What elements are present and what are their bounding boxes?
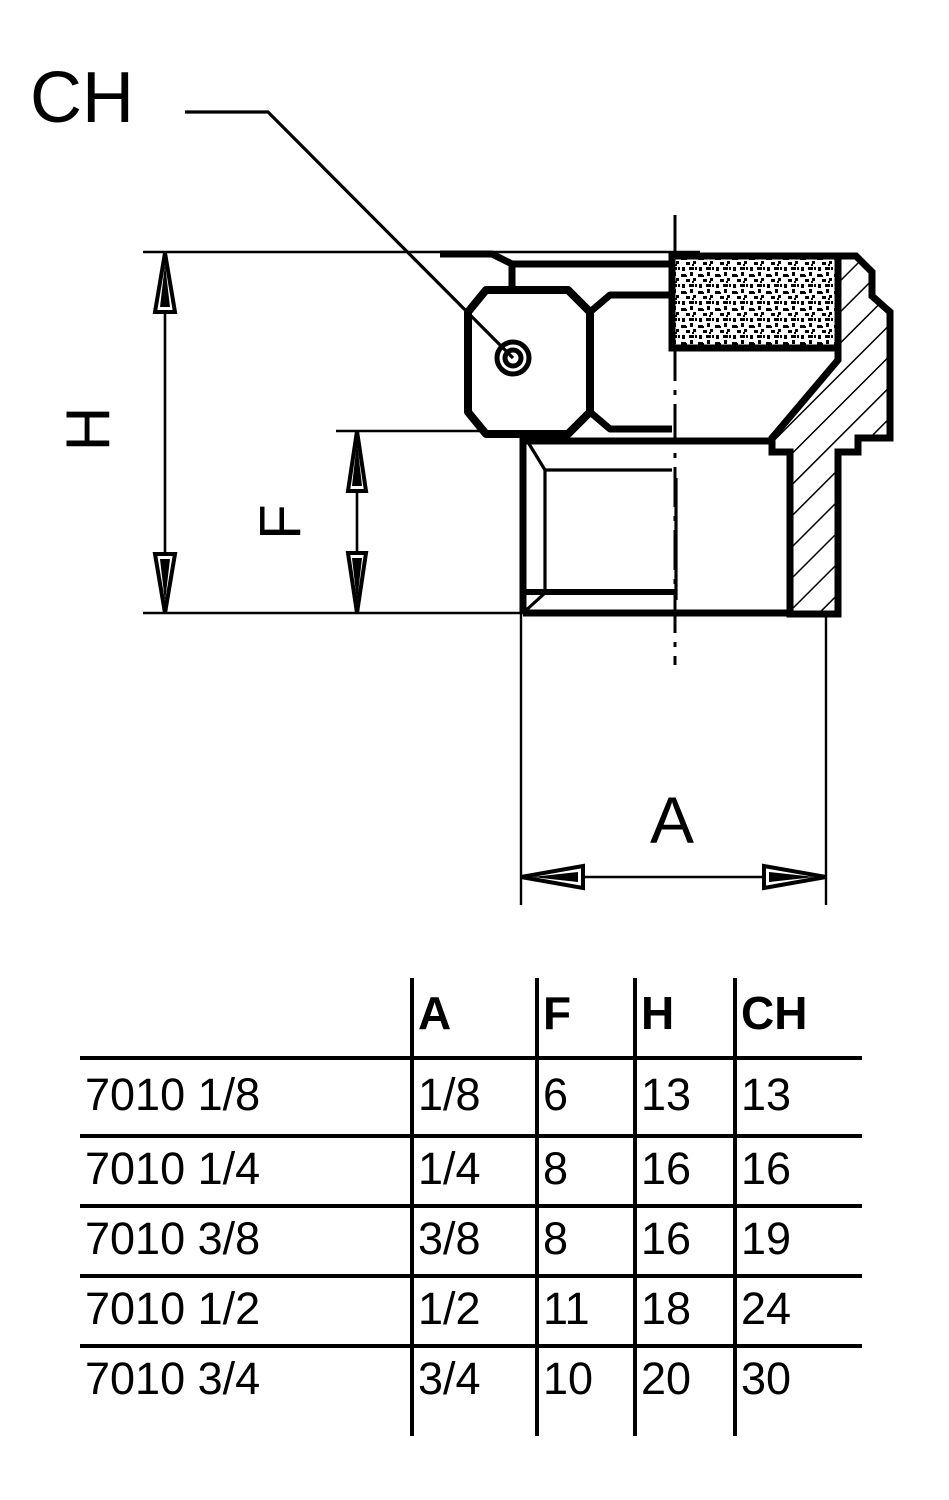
table-cell-f: 8 — [543, 1213, 569, 1264]
table-horizontal-rules — [80, 1056, 862, 1348]
table-cell-ch: 13 — [741, 1069, 792, 1120]
table-cell-a: 1/8 — [418, 1069, 481, 1120]
table-cell-f: 11 — [543, 1283, 590, 1334]
hex-head-side-face — [586, 291, 672, 433]
table-cell-f: 6 — [543, 1069, 569, 1120]
table-cell-h: 13 — [641, 1069, 692, 1120]
table-cell-ch: 30 — [741, 1353, 792, 1404]
table-header-ch: CH — [741, 987, 808, 1039]
ch-leader-line — [185, 110, 515, 360]
drawing-canvas — [143, 110, 894, 905]
table-cell-ch: 19 — [741, 1213, 792, 1264]
f-dimension-line — [345, 430, 369, 614]
shank-thread-lines — [521, 433, 678, 615]
table-cell-ch: 24 — [741, 1283, 792, 1334]
table-row: 7010 1/2 — [85, 1283, 261, 1334]
table-cell-a: 1/4 — [418, 1143, 481, 1194]
h-dimension-label: H — [54, 406, 124, 452]
table-cell-f: 8 — [543, 1143, 569, 1194]
f-dimension-label: F — [248, 504, 314, 540]
thread-stipple-region — [672, 256, 838, 348]
spec-table-rules — [80, 978, 862, 1436]
ch-dimension-label: CH — [30, 58, 134, 138]
table-cell-h: 16 — [641, 1143, 692, 1194]
spec-table: A F H CH 7010 1/8 1/8 6 13 13 7010 1/4 1… — [0, 950, 949, 1500]
table-cell-f: 10 — [543, 1353, 594, 1404]
a-dimension-label: A — [650, 783, 695, 857]
table-cell-a: 3/4 — [418, 1353, 481, 1404]
table-row: 7010 1/4 — [85, 1143, 261, 1194]
table-row: 7010 3/8 — [85, 1213, 261, 1264]
a-dimension-line — [520, 863, 827, 891]
sectioned-flange-body — [768, 252, 894, 618]
threaded-shank — [519, 434, 790, 617]
table-cell-ch: 16 — [741, 1143, 792, 1194]
table-cell-a: 1/2 — [418, 1283, 481, 1334]
h-dimension-line — [152, 252, 178, 614]
table-header-f: F — [543, 987, 572, 1039]
table-cell-h: 16 — [641, 1213, 692, 1264]
head-outer-contour — [440, 250, 672, 292]
table-header-a: A — [418, 987, 452, 1039]
table-cell-a: 3/8 — [418, 1213, 481, 1264]
table-column-rules — [410, 978, 737, 1436]
table-header-h: H — [641, 987, 675, 1039]
table-row: 7010 1/8 — [85, 1069, 261, 1120]
table-cell-h: 18 — [641, 1283, 692, 1334]
table-row: 7010 3/4 — [85, 1353, 261, 1404]
table-cell-h: 20 — [641, 1353, 692, 1404]
technical-drawing: CH H F A — [30, 58, 894, 905]
